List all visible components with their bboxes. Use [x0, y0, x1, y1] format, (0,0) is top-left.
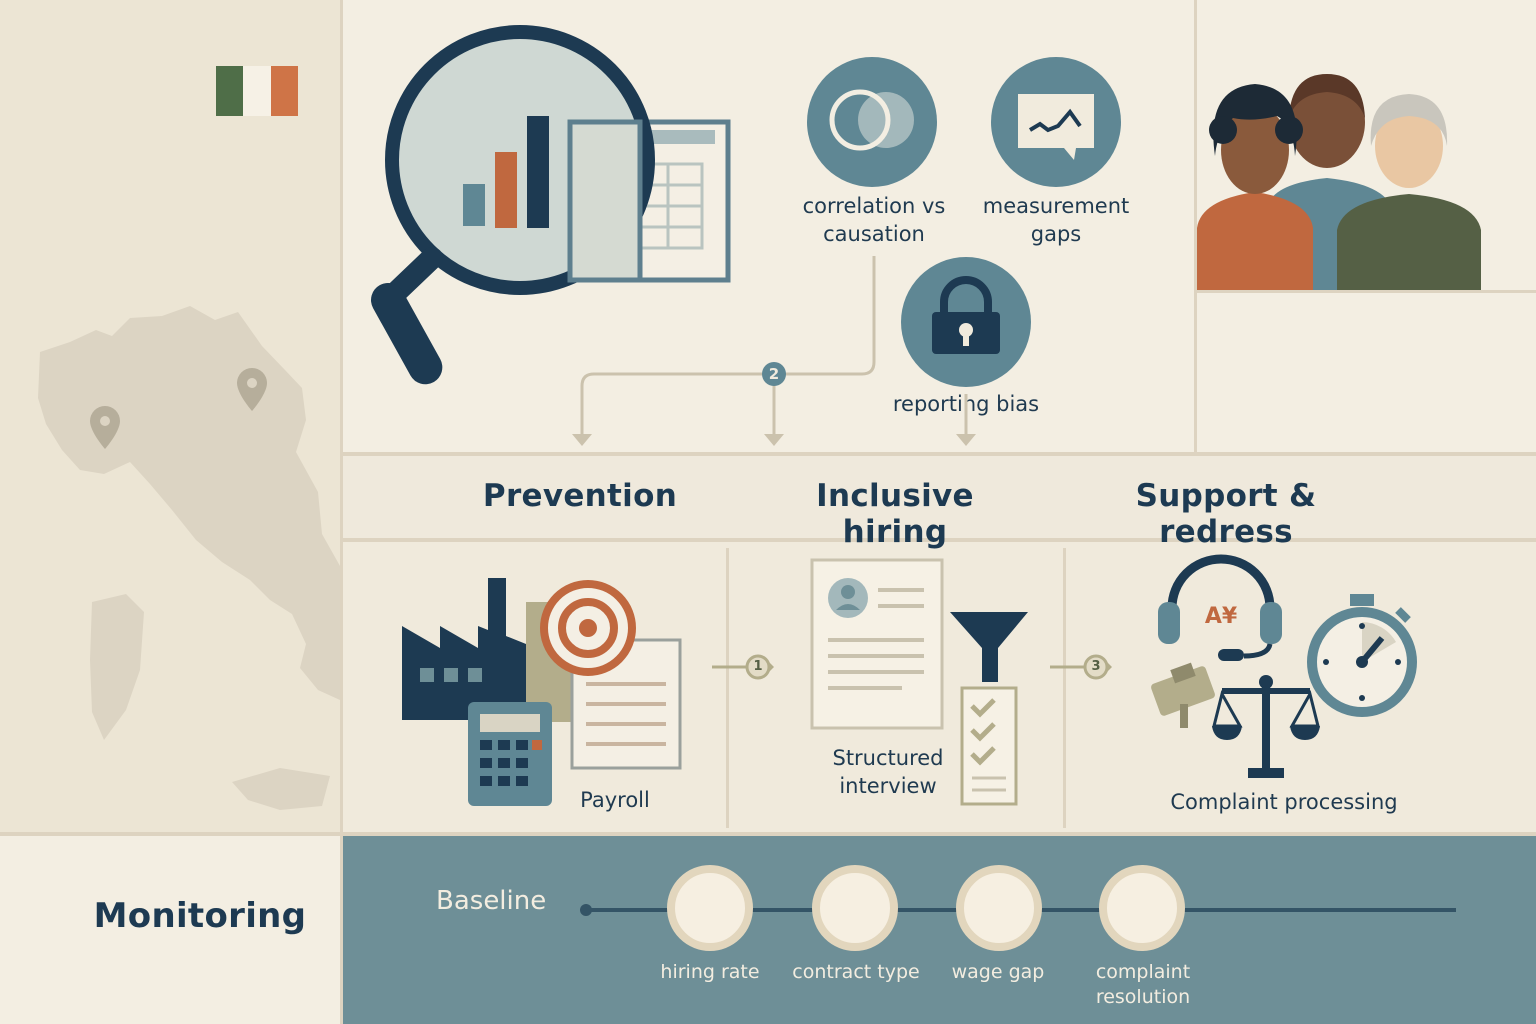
italy-flag	[216, 66, 298, 116]
stopwatch-icon	[1307, 594, 1417, 717]
label-measurement: measurement gaps	[982, 194, 1130, 246]
timeline-node	[667, 865, 1185, 951]
flow-connectors	[572, 256, 976, 446]
divider	[726, 548, 729, 828]
heading-inclusive-hiring: Inclusive hiring	[816, 478, 974, 550]
calculator-icon	[468, 702, 552, 806]
step-badge-2: 2	[768, 365, 780, 383]
chart-message-icon	[991, 57, 1121, 187]
gavel-icon	[1151, 662, 1215, 728]
divider	[1197, 290, 1536, 293]
label-complaint-processing: Complaint processing	[1170, 790, 1398, 814]
indicator-wage-gap: wage gap	[951, 961, 1045, 983]
pillars-header-band	[342, 456, 1536, 538]
divider	[0, 832, 1536, 836]
divider	[340, 0, 343, 1024]
overlap-circles-icon	[807, 57, 937, 187]
step-badge-3: 3	[1091, 659, 1101, 674]
heading-support-redress: Support & redress	[1135, 478, 1317, 550]
headset-glyph: A¥	[1204, 604, 1238, 629]
divider	[1063, 548, 1066, 828]
resume-icon	[810, 558, 944, 730]
divider	[340, 538, 1536, 542]
baseline-label: Baseline	[436, 886, 547, 916]
monitoring-label-panel	[0, 836, 340, 1024]
checklist-icon	[960, 686, 1018, 806]
headset-icon	[1158, 554, 1282, 661]
label-payroll: Payroll	[580, 788, 650, 812]
italy-map	[38, 306, 340, 810]
lock-icon	[901, 257, 1031, 387]
factory-icon	[402, 578, 526, 720]
step-connector-1	[712, 654, 774, 680]
monitoring-timeline	[580, 865, 1456, 951]
map-pin-icon	[90, 406, 120, 449]
heading-prevention: Prevention	[482, 478, 678, 514]
step-badge-1: 1	[753, 659, 763, 674]
monitoring-band	[342, 836, 1536, 1024]
label-structured-interview: Structured interview	[832, 746, 944, 798]
flag-stripe-white	[243, 66, 271, 116]
scales-of-justice-icon	[1212, 675, 1320, 778]
label-correlation: correlation vs causation	[802, 194, 946, 246]
divider	[340, 452, 1536, 456]
flag-stripe-green	[216, 66, 244, 116]
indicator-hiring-rate: hiring rate	[660, 961, 760, 983]
people-group-illustration	[1197, 74, 1481, 290]
magnifier-data-icon	[371, 25, 731, 385]
indicator-contract-type: contract type	[792, 961, 920, 983]
step-connector-3	[1050, 654, 1112, 680]
flag-stripe-orange	[270, 66, 298, 116]
map-pin-icon	[237, 368, 267, 411]
funnel-icon	[950, 612, 1028, 682]
monitoring-title: Monitoring	[93, 896, 307, 936]
divider	[1194, 0, 1197, 452]
indicator-complaint-resolution: complaint resolution	[1095, 961, 1191, 1008]
